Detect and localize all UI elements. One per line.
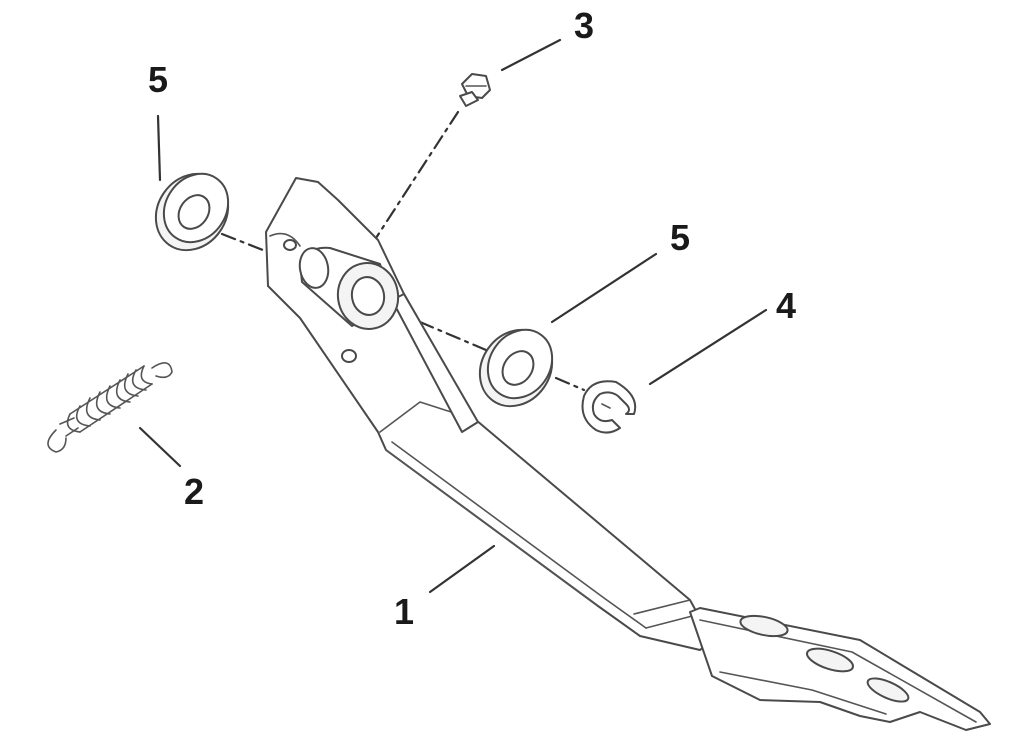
washer-left — [154, 172, 230, 252]
callout-1: 1 — [394, 591, 414, 632]
leader-lines — [138, 38, 768, 594]
bolt — [459, 73, 491, 107]
callout-3: 3 — [574, 5, 594, 46]
callout-5-left: 5 — [148, 59, 168, 100]
leader-1 — [428, 544, 496, 594]
brake-pedal-arm — [265, 177, 991, 731]
leader-4 — [648, 308, 768, 386]
washer-right — [478, 328, 554, 408]
return-spring — [47, 362, 173, 453]
pivot-boss — [298, 246, 400, 330]
pivot-hole-small — [283, 239, 297, 251]
e-clip — [581, 380, 637, 434]
leader-5b — [550, 252, 658, 324]
leader-5a — [156, 114, 162, 182]
assembly-axis-lines — [220, 110, 586, 392]
callout-2: 2 — [184, 471, 204, 512]
leader-3 — [500, 38, 562, 72]
spring-hole — [341, 349, 357, 363]
callout-4: 4 — [776, 285, 796, 326]
callout-5-right: 5 — [670, 217, 690, 258]
pedal-foot-pad — [689, 607, 991, 731]
leader-2 — [138, 426, 182, 468]
